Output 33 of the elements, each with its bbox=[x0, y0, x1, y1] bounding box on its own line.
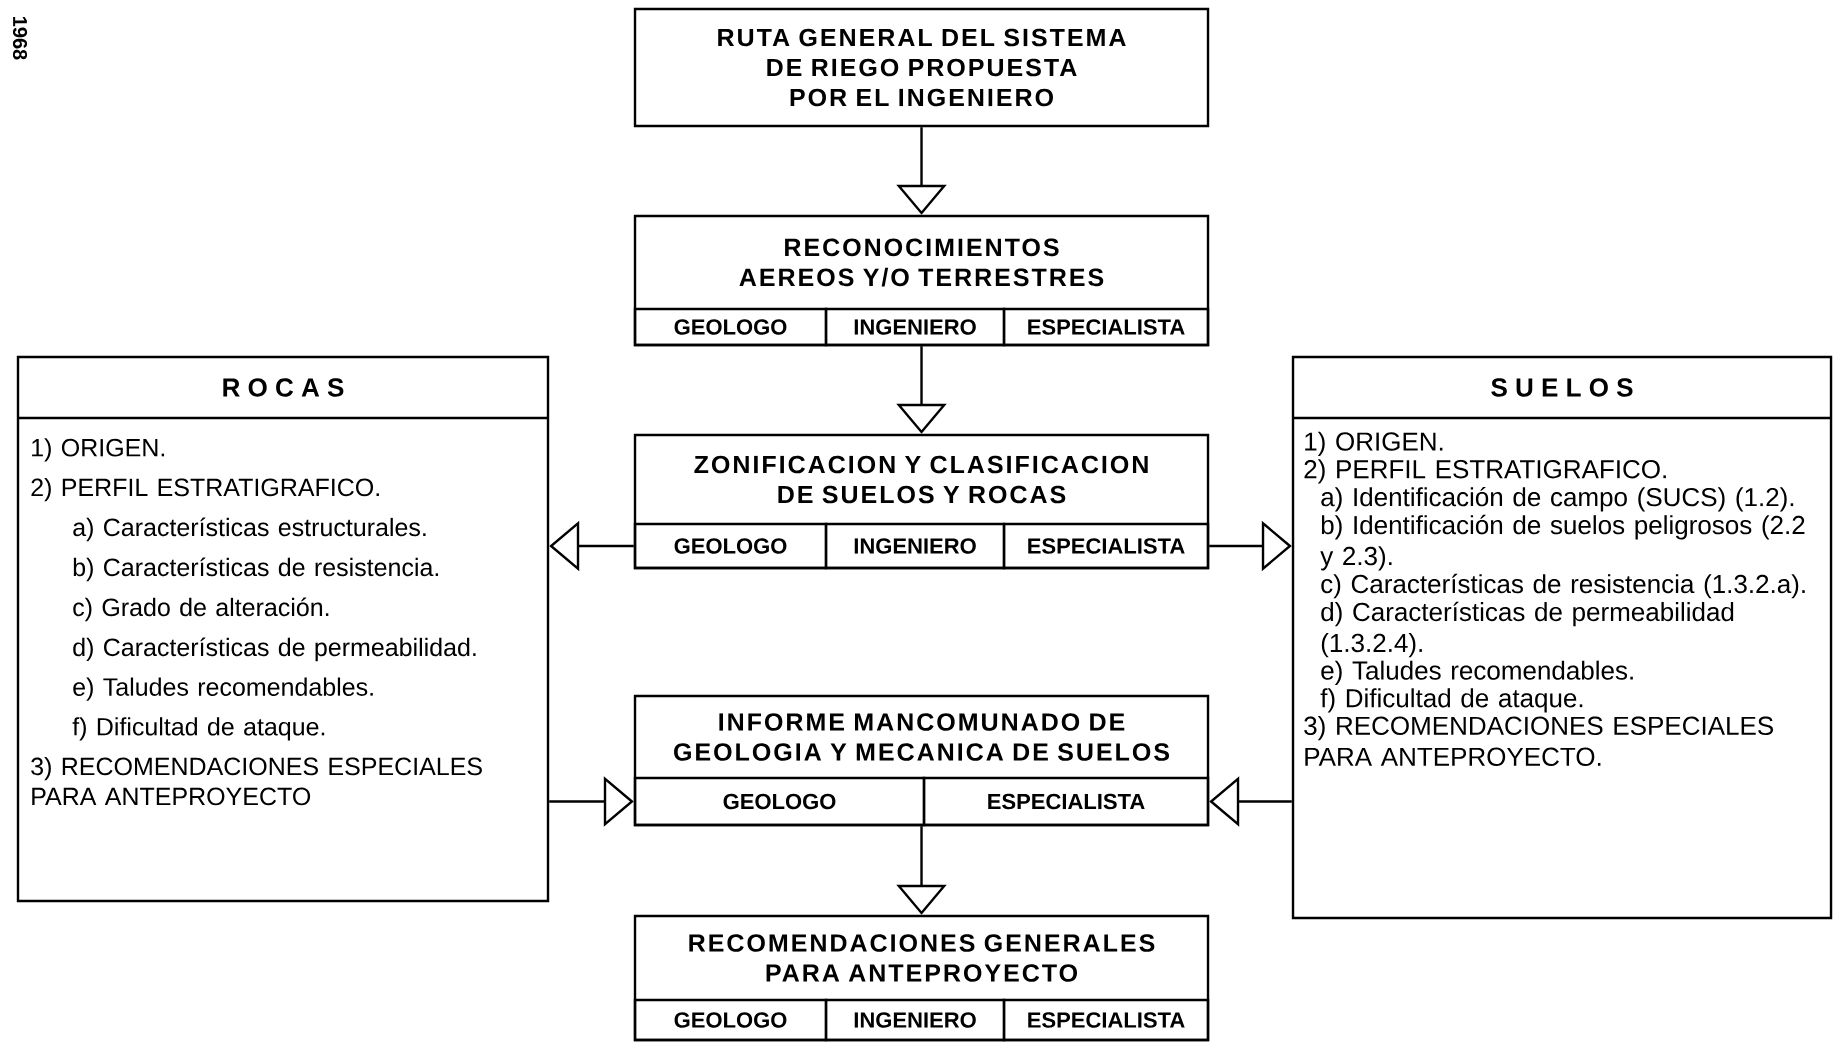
list-item: b) Identificación de suelos peligrosos (2.2 y 2.3). bbox=[1320, 514, 1805, 571]
role-cell: ESPECIALISTA bbox=[1002, 998, 1210, 1042]
role-cell: INGENIERO bbox=[824, 522, 1006, 570]
role-cell: ESPECIALISTA bbox=[922, 776, 1210, 827]
list-item: a) Identificación de campo (SUCS) (1.2). bbox=[1321, 486, 1794, 512]
list-item: e) Taludes recomendables. bbox=[1321, 660, 1633, 685]
list-item: 3) RECOMENDACIONES ESPECIALES PARA ANTEPROYECTO. bbox=[1304, 715, 1773, 767]
role-cell: GEOLOGO bbox=[633, 522, 828, 570]
list-item: 3) RECOMENDACIONES ESPECIALES PARA ANTEPROYECTO bbox=[31, 756, 482, 806]
list-item: d) Características de permeabilidad. bbox=[73, 637, 476, 662]
list-item: c) Características de resistencia (1.3.2.a). bbox=[1321, 573, 1805, 599]
list-item: e) Taludes recomendables. bbox=[73, 677, 373, 701]
role-cell: GEOLOGO bbox=[633, 776, 926, 827]
list-item: f) Dificultad de ataque. bbox=[1320, 688, 1583, 713]
panel-heading: S U E L O S bbox=[1491, 378, 1633, 397]
panel-heading: R O C A S bbox=[223, 378, 344, 397]
list-item: c) Grado de alteración. bbox=[73, 597, 329, 622]
role-cell: GEOLOGO bbox=[633, 998, 828, 1042]
role-cell: ESPECIALISTA bbox=[1002, 307, 1210, 347]
list-item: 2) PERFIL ESTRATIGRAFICO. bbox=[1304, 459, 1666, 484]
list-item: 1) ORIGEN. bbox=[32, 438, 165, 462]
page-number: 1968 bbox=[12, 17, 28, 60]
role-cell: ESPECIALISTA bbox=[1002, 522, 1210, 570]
list-item: b) Características de resistencia. bbox=[73, 557, 439, 582]
list-item: 1) ORIGEN. bbox=[1305, 431, 1443, 456]
process-box: RUTA GENERAL DEL SISTEMA DE RIEGO PROPUESTA POR EL INGENIERO bbox=[633, 7, 1210, 128]
list-item: f) Dificultad de ataque. bbox=[72, 717, 325, 741]
role-cell: GEOLOGO bbox=[633, 307, 828, 347]
role-cell: INGENIERO bbox=[824, 998, 1006, 1042]
list-item: a) Características estructurales. bbox=[73, 517, 426, 542]
list-item: d) Características de permeabilidad (1.3.2.4). bbox=[1321, 601, 1734, 658]
list-item: 2) PERFIL ESTRATIGRAFICO. bbox=[31, 477, 379, 502]
role-cell: INGENIERO bbox=[824, 307, 1006, 347]
